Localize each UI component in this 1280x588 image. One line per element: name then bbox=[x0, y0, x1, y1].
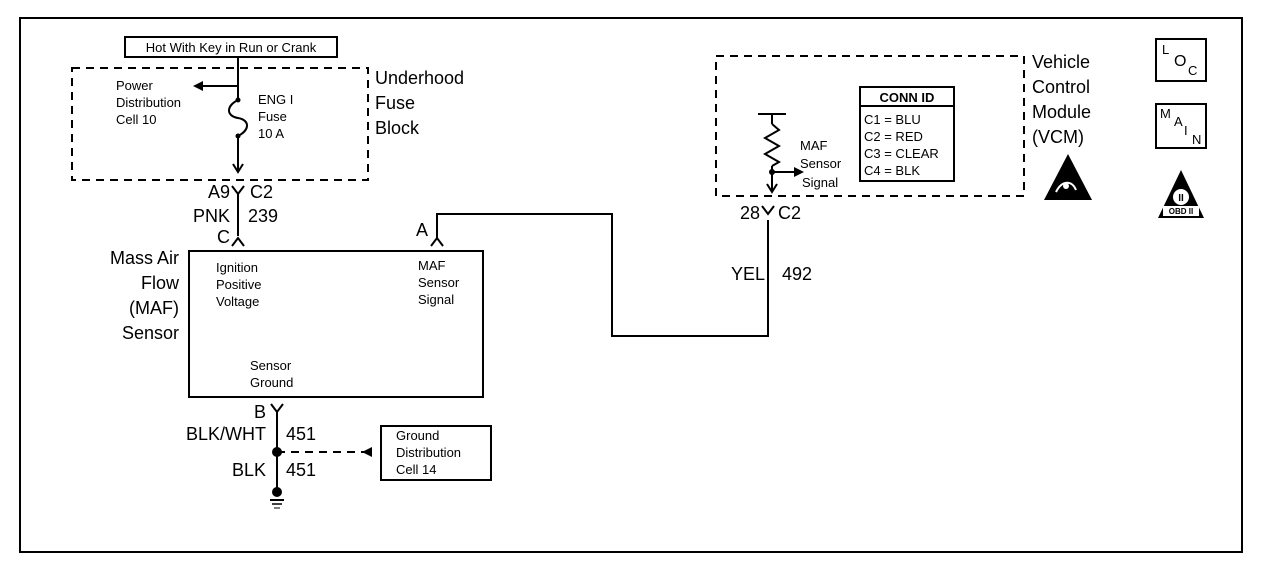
ground-icon bbox=[270, 487, 284, 509]
sensor-ground-1: Sensor bbox=[250, 358, 292, 373]
svg-text:M: M bbox=[1160, 106, 1171, 121]
conn-id-title: CONN ID bbox=[880, 90, 935, 105]
circuit-492: 492 bbox=[782, 264, 812, 284]
fuse-word: Fuse bbox=[258, 109, 287, 124]
wire-color-pnk: PNK bbox=[193, 206, 230, 226]
wire-color-blk: BLK bbox=[232, 460, 266, 480]
power-dist-2: Distribution bbox=[116, 95, 181, 110]
ground-dist-1: Ground bbox=[396, 428, 439, 443]
vcm-signal-2: Sensor bbox=[800, 156, 842, 171]
fuse-name: ENG I bbox=[258, 92, 293, 107]
maf-title-4: Sensor bbox=[122, 323, 179, 343]
maf-pin-a: A bbox=[416, 220, 428, 240]
key-label: Hot With Key in Run or Crank bbox=[146, 40, 317, 55]
svg-text:L: L bbox=[1162, 42, 1169, 57]
wire-color-blkwht: BLK/WHT bbox=[186, 424, 266, 444]
power-dist-1: Power bbox=[116, 78, 154, 93]
conn-id-box bbox=[859, 86, 955, 182]
fuse-terminal-top bbox=[235, 97, 241, 103]
vcm-signal-1: MAF bbox=[800, 138, 828, 153]
conn-id-c2: C2 = RED bbox=[864, 129, 923, 144]
fuse-icon bbox=[228, 99, 248, 137]
connector-c-icon bbox=[231, 236, 245, 247]
connector-b-icon bbox=[270, 403, 284, 414]
conn-id-c4: C4 = BLK bbox=[864, 163, 920, 178]
fuse-out-conn: C2 bbox=[250, 182, 273, 202]
fuse-block-outline bbox=[71, 67, 369, 181]
svg-text:I: I bbox=[1184, 123, 1188, 138]
fuse-block-title-1: Underhood bbox=[375, 68, 464, 88]
circuit-451-a: 451 bbox=[286, 424, 316, 444]
vcm-title-4: (VCM) bbox=[1032, 127, 1084, 147]
main-icon: M A I N bbox=[1155, 103, 1207, 149]
ground-dist-box bbox=[380, 425, 492, 481]
circuit-451-b: 451 bbox=[286, 460, 316, 480]
ignition-3: Voltage bbox=[216, 294, 259, 309]
svg-text:O: O bbox=[1174, 53, 1186, 70]
key-label-box bbox=[124, 36, 338, 58]
diagram-frame bbox=[19, 17, 1243, 553]
maf-signal-1: MAF bbox=[418, 258, 446, 273]
maf-title-3: (MAF) bbox=[129, 298, 179, 318]
esd-warning-icon bbox=[1044, 154, 1092, 200]
maf-sensor-box bbox=[188, 250, 484, 398]
circuit-239: 239 bbox=[248, 206, 278, 226]
power-dist-3: Cell 10 bbox=[116, 112, 156, 127]
wire-yel-492 bbox=[436, 213, 769, 337]
ignition-2: Positive bbox=[216, 277, 262, 292]
maf-pin-c: C bbox=[217, 227, 230, 247]
svg-text:C: C bbox=[1188, 63, 1197, 78]
connector-28-icon bbox=[761, 205, 775, 216]
ground-dist-3: Cell 14 bbox=[396, 462, 436, 477]
svg-text:A: A bbox=[1174, 114, 1183, 129]
vcm-title-2: Control bbox=[1032, 77, 1090, 97]
svg-text:N: N bbox=[1192, 132, 1201, 147]
power-dist-arrow-icon bbox=[193, 81, 203, 91]
connector-a9-icon bbox=[231, 185, 245, 196]
ground-dist-2: Distribution bbox=[396, 445, 461, 460]
obd-ii-icon: II OBD II bbox=[1158, 170, 1204, 218]
maf-signal-2: Sensor bbox=[418, 275, 460, 290]
sensor-ground-2: Ground bbox=[250, 375, 293, 390]
maf-title-1: Mass Air bbox=[110, 248, 179, 268]
fuse-rating: 10 A bbox=[258, 126, 284, 141]
fuse-out-arrow-icon bbox=[232, 163, 244, 174]
vcm-title-3: Module bbox=[1032, 102, 1091, 122]
svg-text:II: II bbox=[1178, 193, 1184, 204]
loc-icon: L O C bbox=[1155, 38, 1207, 82]
maf-pin-b: B bbox=[254, 402, 266, 422]
vcm-pin: 28 bbox=[740, 203, 760, 223]
vcm-lead-arrow-icon bbox=[766, 183, 778, 194]
fuse-block-title-2: Fuse bbox=[375, 93, 415, 113]
vcm-outline bbox=[715, 55, 1025, 197]
vcm-signal-3: Signal bbox=[802, 175, 838, 190]
fuse-block-title-3: Block bbox=[375, 118, 420, 138]
conn-id-c3: C3 = CLEAR bbox=[864, 146, 939, 161]
conn-id-c1: C1 = BLU bbox=[864, 112, 921, 127]
vcm-conn: C2 bbox=[778, 203, 801, 223]
vcm-title-1: Vehicle bbox=[1032, 52, 1090, 72]
ignition-1: Ignition bbox=[216, 260, 258, 275]
svg-text:OBD II: OBD II bbox=[1169, 207, 1193, 216]
resistor-icon bbox=[762, 123, 782, 167]
vcm-signal-arrow-icon bbox=[794, 167, 804, 177]
wire-color-yel: YEL bbox=[731, 264, 765, 284]
ground-dist-arrow-icon bbox=[362, 447, 372, 457]
maf-signal-3: Signal bbox=[418, 292, 454, 307]
connector-a-icon bbox=[430, 236, 444, 247]
maf-title-2: Flow bbox=[141, 273, 180, 293]
fuse-out-pin: A9 bbox=[208, 182, 230, 202]
